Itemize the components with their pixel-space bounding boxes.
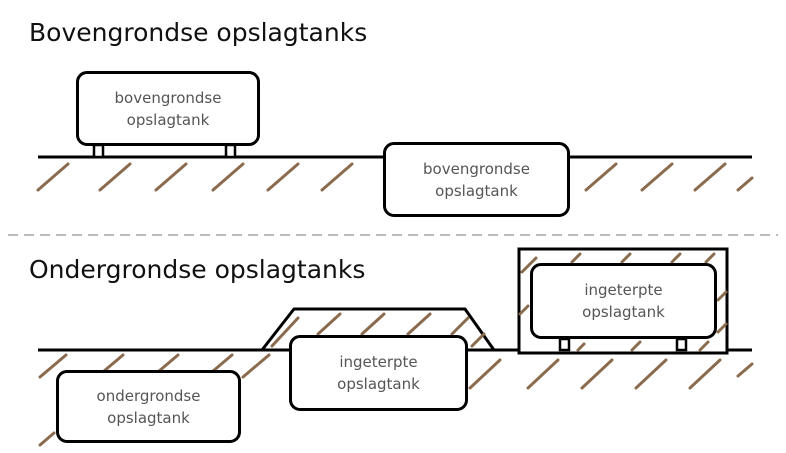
tank-label-line1: ingeterpte <box>339 353 418 371</box>
mound-hatching <box>270 312 486 348</box>
tank-supports <box>92 143 237 159</box>
tank-label-line1: bovengrondse <box>114 88 222 107</box>
tank-label-line2: opslagtank <box>337 375 420 393</box>
tank-label-line2: opslagtank <box>126 110 210 129</box>
heading-above-ground: Bovengrondse opslagtanks <box>29 18 368 47</box>
tank-label-line1: ingeterpte <box>584 281 663 299</box>
enclosed-tank-supports <box>558 337 688 352</box>
tank-label-line1: bovengrondse <box>423 159 530 178</box>
tank-label-line1: ondergrondse <box>96 386 201 405</box>
tank-label-line2: opslagtank <box>582 303 665 321</box>
tank-above-ground-half-buried: bovengrondse opslagtank <box>383 142 570 217</box>
heading-underground: Ondergrondse opslagtanks <box>29 255 366 284</box>
tank-label-line2: opslagtank <box>107 408 190 427</box>
tank-underground: ondergrondse opslagtank <box>56 370 241 443</box>
tank-above-ground-on-supports: bovengrondse opslagtank <box>76 71 260 146</box>
tank-label-line2: opslagtank <box>435 181 518 200</box>
ground-hatching-top <box>36 162 754 192</box>
enclosure-hatching <box>518 252 728 352</box>
tank-enclosed: ingeterpte opslagtank <box>530 263 717 339</box>
tank-mounded: ingeterpte opslagtank <box>289 335 468 411</box>
